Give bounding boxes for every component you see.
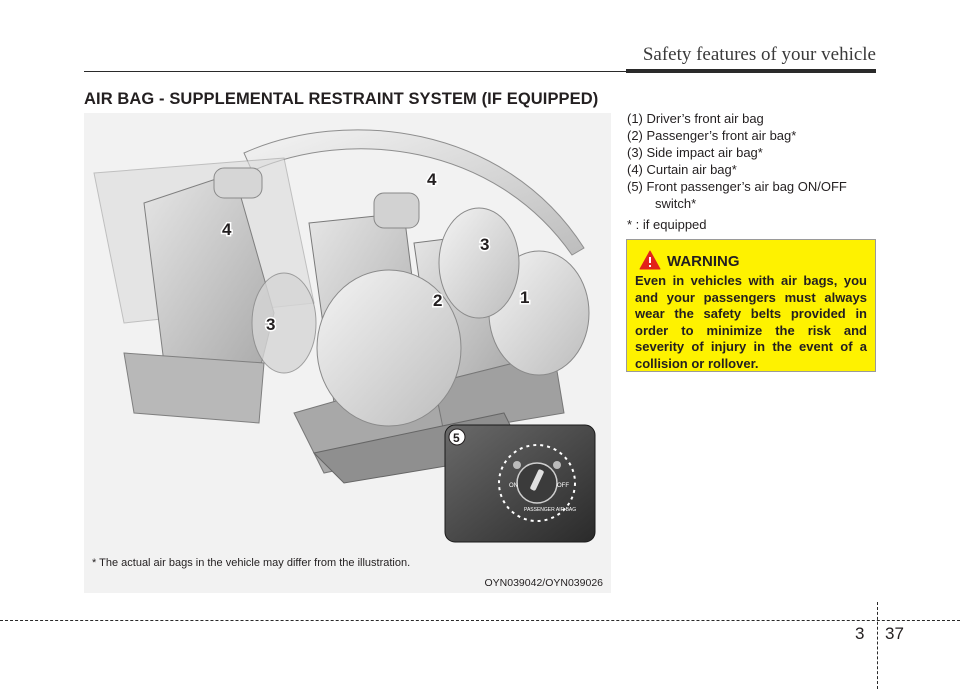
chapter-number: 3 xyxy=(855,624,865,643)
warning-text: Even in vehicles with air bags, you and … xyxy=(635,273,867,371)
figure-note: * The actual air bags in the vehicle may… xyxy=(92,557,411,569)
header-rule-accent xyxy=(626,69,876,73)
front-headrest xyxy=(373,192,420,229)
airbag-illustration-drawing: 4 4 3 3 2 1 ON OFF PASSENGER AIR BAG 5 xyxy=(93,129,596,543)
callout-1: 1 xyxy=(520,288,529,307)
legend-item-5-continued: switch* xyxy=(655,196,697,211)
legend-item-1: (1) Driver’s front air bag xyxy=(627,111,764,126)
warning-title: WARNING xyxy=(667,253,740,270)
footer-divider xyxy=(877,602,878,689)
legend-item-2: (2) Passenger’s front air bag* xyxy=(627,128,797,143)
airbag-legend: (1) Driver’s front air bag (2) Passenger… xyxy=(627,110,887,233)
legend-item-4: (4) Curtain air bag* xyxy=(627,162,737,177)
callout-4-rear: 4 xyxy=(222,220,232,239)
switch-label-off: OFF xyxy=(557,483,569,489)
warning-triangle-icon xyxy=(639,250,661,270)
page-number: 37 xyxy=(885,624,904,643)
legend-footnote: * : if equipped xyxy=(627,217,707,232)
callout-5: 5 xyxy=(453,431,460,445)
side-impact-airbag-front xyxy=(438,207,520,319)
side-impact-airbag-rear xyxy=(251,272,317,374)
callout-3-rear: 3 xyxy=(266,315,275,334)
legend-item-3: (3) Side impact air bag* xyxy=(627,145,763,160)
rear-headrest xyxy=(213,167,263,199)
callout-3-front: 3 xyxy=(480,235,489,254)
callout-4-curtain: 4 xyxy=(427,170,437,189)
switch-label-title: PASSENGER AIR BAG xyxy=(524,507,576,513)
section-title: AIR BAG - SUPPLEMENTAL RESTRAINT SYSTEM … xyxy=(84,90,599,108)
switch-label-on: ON xyxy=(509,483,518,489)
callout-2: 2 xyxy=(433,291,442,310)
running-head-title: Safety features of your vehicle xyxy=(642,44,876,65)
passenger-front-airbag xyxy=(316,269,462,427)
airbag-illustration: 4 4 3 3 2 1 ON OFF PASSENGER AIR BAG 5 *… xyxy=(84,113,611,593)
airbag-switch-inset: ON OFF PASSENGER AIR BAG 5 xyxy=(444,424,596,543)
rear-seat-cushion xyxy=(123,352,265,424)
footer-rule xyxy=(0,620,960,621)
legend-item-5: (5) Front passenger’s air bag ON/OFF xyxy=(627,179,847,194)
warning-box: WARNING Even in vehicles with air bags, … xyxy=(626,239,876,372)
curtain-airbag xyxy=(243,129,585,256)
figure-code: OYN039042/OYN039026 xyxy=(484,577,604,589)
header-rule xyxy=(84,71,876,72)
